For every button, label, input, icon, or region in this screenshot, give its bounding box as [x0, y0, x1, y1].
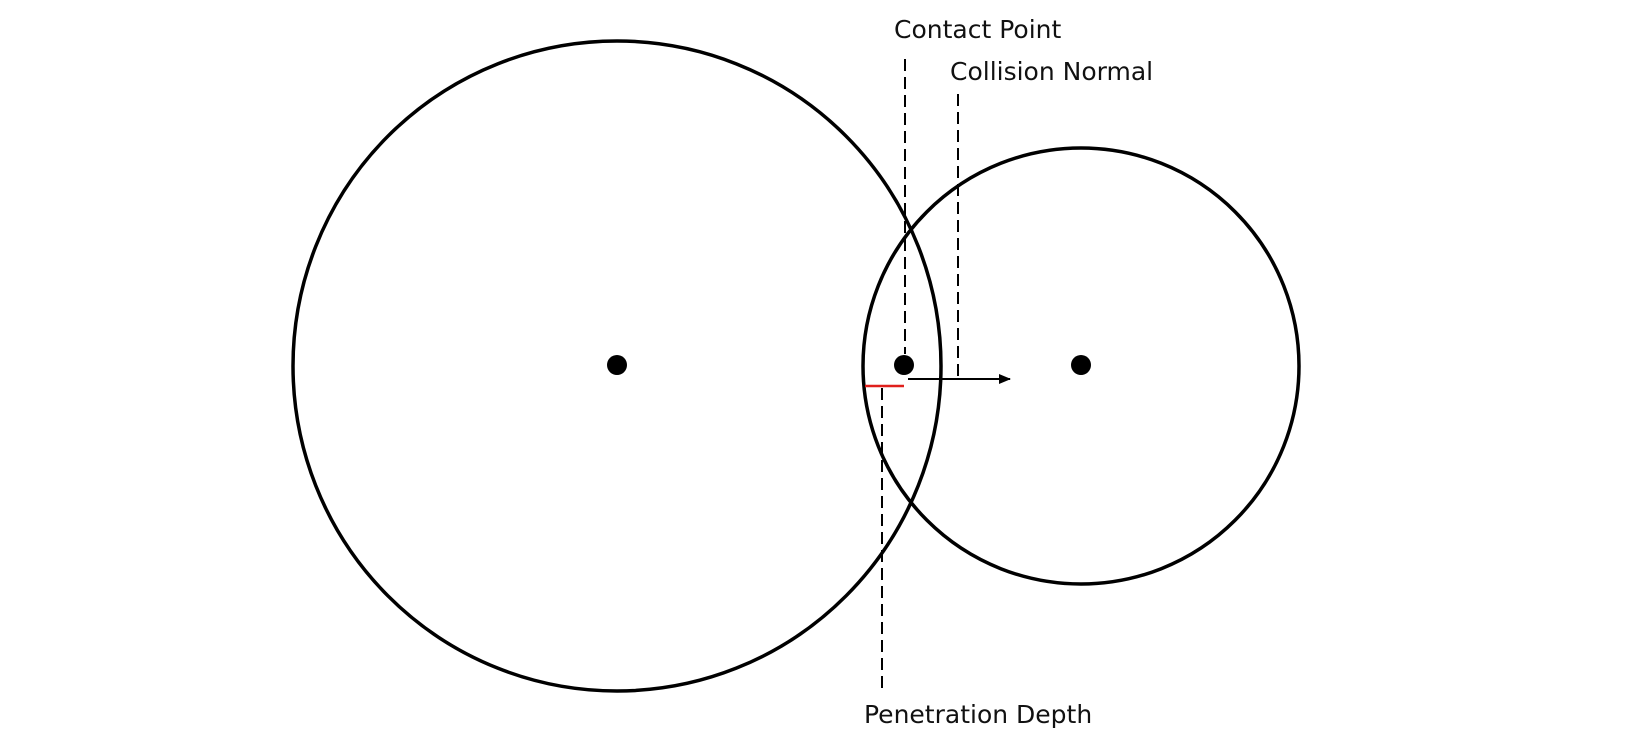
contact-point-dot [894, 355, 914, 375]
contact-point-label: Contact Point [894, 15, 1061, 44]
large-circle-center-dot [607, 355, 627, 375]
collision-normal-label: Collision Normal [950, 57, 1153, 86]
large-circle [291, 39, 943, 693]
penetration-depth-label: Penetration Depth [864, 700, 1092, 729]
small-circle-center-dot [1071, 355, 1091, 375]
small-circle [861, 146, 1301, 586]
